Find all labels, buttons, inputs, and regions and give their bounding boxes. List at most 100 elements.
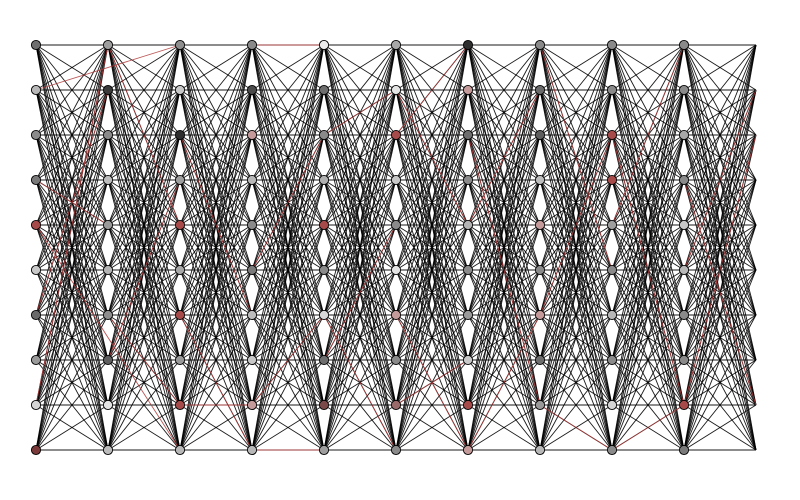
network-node xyxy=(606,354,618,366)
network-node xyxy=(30,444,42,456)
highlight-edges-layer xyxy=(35,44,757,451)
network-node xyxy=(30,309,42,321)
highlighted-edge xyxy=(467,314,541,451)
network-node xyxy=(534,219,546,231)
network-node xyxy=(30,174,42,186)
network-node xyxy=(534,84,546,96)
connection-edge xyxy=(179,44,253,271)
connection-edge xyxy=(467,44,541,406)
connection-edge xyxy=(107,44,181,361)
network-node xyxy=(102,354,114,366)
network-node xyxy=(390,39,402,51)
network-node xyxy=(606,174,618,186)
network-node xyxy=(462,399,474,411)
network-node xyxy=(102,84,114,96)
network-node xyxy=(606,84,618,96)
connection-edge xyxy=(251,44,325,226)
network-node xyxy=(318,399,330,411)
connection-edge xyxy=(467,44,541,226)
connection-edge xyxy=(179,269,253,451)
connection-edge xyxy=(395,44,469,406)
connection-edge xyxy=(35,44,109,91)
edges-layer xyxy=(35,44,757,451)
connection-edge xyxy=(539,359,613,451)
connection-edge xyxy=(683,44,757,181)
network-node xyxy=(390,444,402,456)
connection-edge xyxy=(539,44,613,181)
connection-edge xyxy=(467,44,541,316)
network-node xyxy=(102,264,114,276)
connection-edge xyxy=(539,44,613,226)
connection-edge xyxy=(251,404,325,451)
connection-edge xyxy=(611,44,685,406)
network-node xyxy=(462,309,474,321)
connection-edge xyxy=(179,44,253,136)
network-node xyxy=(534,309,546,321)
connection-edge xyxy=(611,44,685,271)
connection-edge xyxy=(683,269,757,451)
connection-edge xyxy=(323,359,397,451)
network-node xyxy=(246,129,258,141)
network-node xyxy=(390,309,402,321)
highlighted-edge xyxy=(35,44,109,406)
connection-edge xyxy=(395,179,469,451)
highlighted-edge xyxy=(323,89,397,136)
network-node xyxy=(678,219,690,231)
connection-edge xyxy=(395,44,469,226)
connection-edge xyxy=(251,314,325,451)
connection-edge xyxy=(35,269,109,451)
connection-edge xyxy=(35,314,109,451)
connection-edge xyxy=(251,44,325,271)
network-node xyxy=(462,129,474,141)
network-node xyxy=(102,129,114,141)
network-node xyxy=(606,264,618,276)
connection-edge xyxy=(323,44,397,271)
network-node xyxy=(678,174,690,186)
connection-edge xyxy=(323,44,397,451)
network-node xyxy=(678,39,690,51)
connection-edge xyxy=(251,179,325,451)
connection-edge xyxy=(107,134,181,451)
network-node xyxy=(174,174,186,186)
network-node xyxy=(534,129,546,141)
connection-edge xyxy=(35,44,109,451)
network-node xyxy=(318,309,330,321)
connection-edge xyxy=(323,269,397,451)
highlighted-edge xyxy=(35,224,181,451)
connection-edge xyxy=(35,89,109,451)
connection-edge xyxy=(683,44,757,451)
connection-edge xyxy=(395,44,469,361)
connection-edge xyxy=(107,404,181,451)
connection-edge xyxy=(179,44,253,91)
connection-edge xyxy=(323,44,397,136)
connection-edge xyxy=(611,224,685,451)
connection-edge xyxy=(107,44,181,91)
network-node xyxy=(462,444,474,456)
connection-edge xyxy=(539,44,613,316)
connection-edge xyxy=(683,44,757,91)
network-node xyxy=(606,129,618,141)
connection-edge xyxy=(611,44,685,91)
connection-edge xyxy=(467,404,541,451)
connection-edge xyxy=(179,44,253,451)
network-node xyxy=(318,444,330,456)
connection-edge xyxy=(251,359,325,451)
connection-edge xyxy=(323,89,397,451)
connection-edge xyxy=(395,44,469,451)
highlighted-edge xyxy=(323,314,397,451)
connection-edge xyxy=(467,269,541,451)
connection-edge xyxy=(539,89,613,451)
network-node xyxy=(174,39,186,51)
connection-edge xyxy=(467,44,541,181)
connection-edge xyxy=(683,44,757,226)
network-node xyxy=(174,309,186,321)
network-node xyxy=(30,39,42,51)
connection-edge xyxy=(395,44,469,316)
connection-edge xyxy=(251,44,325,181)
connection-edge xyxy=(323,224,397,451)
connection-edge xyxy=(539,44,613,361)
connection-edge xyxy=(107,179,181,451)
connection-edge xyxy=(611,44,685,136)
connection-edge xyxy=(35,44,109,271)
